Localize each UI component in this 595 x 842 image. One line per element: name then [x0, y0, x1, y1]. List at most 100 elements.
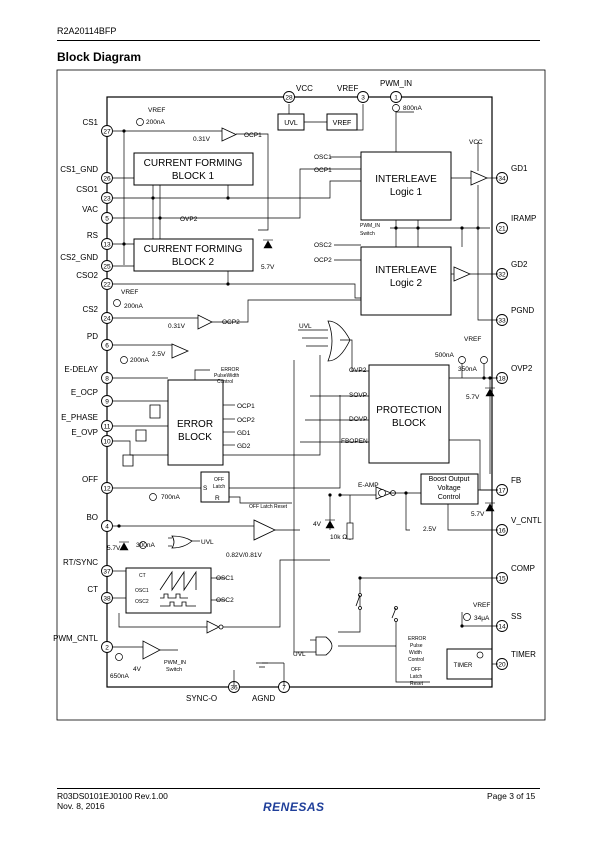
lbl-bo-uvl: UVL [201, 539, 214, 546]
lbl-200na-cs1: 200nA [146, 119, 165, 126]
err-line2: BLOCK [178, 432, 212, 443]
pin-label: RT/SYNC [63, 558, 98, 567]
lbl-4v-z: 4V [313, 521, 322, 528]
lbl-bo-i: 300nA [136, 542, 155, 549]
pin-label: V_CNTL [511, 516, 542, 525]
lbl-650na: 650nA [110, 673, 129, 680]
pin-number: 1 [394, 94, 398, 101]
pin-label: E_OCP [71, 388, 98, 397]
lbl-pwm-sw1: PWM_IN [164, 660, 186, 666]
junction-dots [117, 129, 492, 628]
pin-number: 14 [498, 623, 506, 630]
lbl-200na-cs2: 200nA [124, 303, 143, 310]
pin-number: 13 [103, 241, 111, 248]
pin-label: CT [87, 585, 98, 594]
vref-box-label: VREF [333, 120, 352, 127]
lbl-57v-fb: 5.7V [471, 511, 485, 518]
lbl-25v-b: 2.5V [423, 526, 437, 533]
pin-number: 8 [105, 375, 109, 382]
pin-label: PGND [511, 306, 534, 315]
lbl-osc-out2: OSC2 [216, 597, 234, 604]
comparator-bo [253, 519, 276, 541]
pin-number: 24 [103, 315, 111, 322]
lbl-tmr-c4: Control [408, 657, 424, 663]
pin-number: 6 [105, 342, 109, 349]
off-latch-box [200, 471, 230, 503]
pin-pwm-in: 1 PWM_IN [380, 79, 412, 103]
pin-label: COMP [511, 564, 535, 573]
interleave-logic-1 [360, 151, 452, 221]
lbl-err-pw3: Control [217, 379, 233, 385]
lbl-vref-cs2: VREF [121, 289, 138, 296]
comparator-ocp1 [221, 127, 237, 142]
lbl-uvl: UVL [299, 323, 312, 330]
lbl-il1-ocp: OCP1 [314, 167, 332, 174]
pin-e-ovp: 10E_OVP [71, 428, 113, 447]
pin-number: 4 [105, 523, 109, 530]
lbl-prot-in2: SOVP [349, 392, 367, 399]
pin-number: 34 [498, 175, 506, 182]
page-number: Page 3 of 15 [487, 791, 536, 801]
lbl-pwm-sw2: Switch [166, 667, 182, 673]
pin-number: 17 [498, 487, 506, 494]
lbl-eamp: E-AMP [358, 482, 379, 489]
current-forming-block-2 [133, 238, 254, 272]
zener-bo [119, 542, 129, 551]
pin-number: 11 [104, 423, 111, 430]
cfb1-line2: BLOCK 1 [172, 171, 215, 182]
pin-label: VCC [296, 84, 313, 93]
pin-number: 3 [361, 94, 365, 101]
lbl-il2-ocp: OCP2 [314, 257, 332, 264]
pin-label: OFF [82, 475, 98, 484]
prot-line2: BLOCK [392, 418, 426, 429]
pin-number: 18 [498, 375, 506, 382]
lbl-vref-ovp: VREF [464, 336, 481, 343]
sawtooth-wave [159, 570, 197, 592]
pin-label: PWM_IN [380, 79, 412, 88]
section-title: Block Diagram [57, 50, 142, 64]
pin-label: GD1 [511, 164, 528, 173]
pin-number: 22 [103, 281, 111, 288]
pin-pd: 6PD [87, 332, 113, 351]
pin-label: IRAMP [511, 214, 536, 223]
il1-line1: INTERLEAVE [375, 174, 437, 185]
pin-number: 32 [498, 271, 506, 278]
pin-number: 2 [105, 644, 109, 651]
lbl-prot-in4: FBOPEN [341, 438, 368, 445]
lbl-err-pw2: PulseWidth [214, 373, 240, 379]
pin-label: CS1 [82, 118, 98, 127]
lbl-tmr-c1: ERROR [408, 636, 426, 642]
pin-number: 36 [230, 684, 238, 691]
driver-gd2 [453, 266, 471, 282]
protection-block [368, 364, 450, 464]
pin-label: VAC [82, 205, 98, 214]
error-block [167, 379, 224, 466]
lbl-031v-1: 0.31V [193, 136, 211, 143]
current-forming-block-1 [133, 152, 254, 186]
lbl-tmr-r2: Latch [410, 674, 422, 680]
boost-l1: Boost Output [429, 476, 470, 483]
pin-label: SYNC-O [186, 694, 217, 703]
or-gate-prot [327, 320, 351, 362]
pin-number: 21 [498, 225, 506, 232]
lbl-57v-ovp: 5.7V [466, 394, 480, 401]
lbl-bo-v: 0.82V/0.81V [226, 552, 262, 559]
figure-frame [56, 69, 546, 721]
pin-label: E_OVP [71, 428, 98, 437]
lbl-latch-reset: OFF Latch Reset [249, 504, 288, 510]
pin-number: 20 [498, 661, 506, 668]
lbl-ocp2: OCP2 [222, 319, 240, 326]
pin-number: 7 [282, 684, 286, 691]
lbl-10k: 10k Ω [330, 534, 347, 541]
oscillator-box [125, 567, 212, 614]
timer-label: TIMER [454, 663, 473, 669]
lbl-vcc-gd1: VCC [469, 139, 483, 146]
